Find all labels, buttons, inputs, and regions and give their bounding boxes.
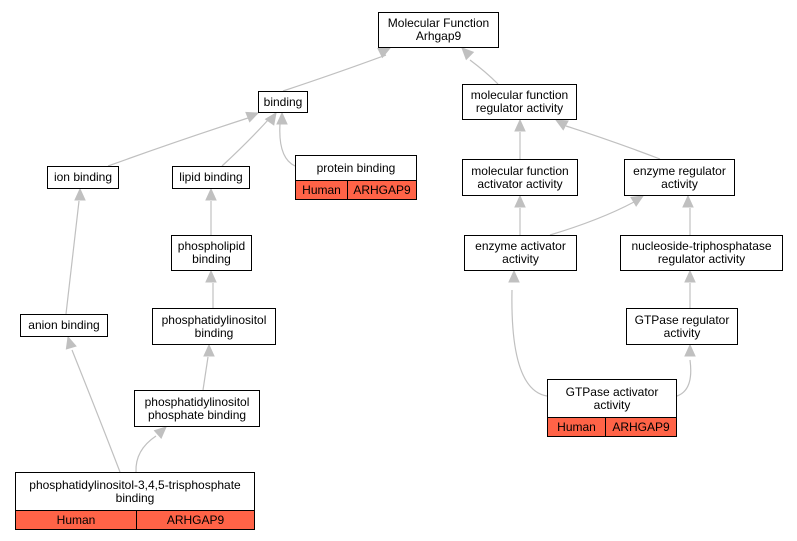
annotation-gene: ARHGAP9 (136, 511, 254, 529)
annotation-row: Human ARHGAP9 (16, 510, 254, 529)
node-phosphatidylinositol-phosphate-binding[interactable]: phosphatidylinositol phosphate binding (134, 390, 260, 427)
node-label: Molecular Function Arhgap9 (387, 16, 490, 43)
edge-pip-to-pi (202, 356, 209, 391)
arrowhead-lipid-to-binding (264, 112, 277, 126)
node-gtpase-regulator-activity[interactable]: GTPase regulator activity (626, 308, 738, 345)
node-label: phosphatidylinositol-3,4,5-trisphosphate… (29, 477, 241, 505)
node-phosphatidylinositol-trisphosphate-binding[interactable]: phosphatidylinositol-3,4,5-trisphosphate… (15, 472, 255, 530)
annotation-species: Human (56, 512, 96, 527)
arrowhead-pip3-to-pip (153, 426, 167, 439)
edge-pip3-to-pip (135, 435, 157, 473)
arrowhead-protein-to-binding (276, 111, 288, 125)
node-phospholipid-binding[interactable]: phospholipid binding (171, 235, 252, 271)
arrowhead-mfreg-to-root (461, 47, 475, 61)
edge-enzact-to-enzreg (549, 201, 635, 236)
node-label: phosphatidylinositol binding (161, 312, 267, 340)
arrowhead-phospholipid-to-lipid (205, 187, 217, 201)
arrowhead-enzreg-to-mfreg (554, 119, 569, 131)
annotation-gene: ARHGAP9 (347, 181, 416, 199)
node-anion-binding[interactable]: anion binding (20, 314, 108, 337)
node-label: molecular function activator activity (471, 163, 569, 191)
node-label: GTPase activator activity (565, 384, 659, 412)
edge-gtpact-to-enzact (511, 289, 548, 397)
node-label: phospholipid binding (177, 239, 246, 266)
arrowhead-enzact-to-mfact (514, 194, 526, 208)
edge-anion-to-ion (65, 200, 80, 315)
arrowhead-pip3-to-anion (65, 335, 77, 350)
arrowhead-binding-to-root (377, 47, 392, 59)
edge-mfreg-to-root (469, 59, 499, 85)
arrowhead-ntpreg-to-enzreg (682, 194, 694, 208)
annotation-species: Human (302, 182, 341, 197)
annotation-species: Human (557, 419, 596, 434)
node-label: protein binding (316, 160, 396, 175)
edge-binding-to-root (282, 54, 387, 92)
edge-protein-to-binding (279, 123, 296, 167)
arrowhead-gtpact-to-gtpreg (684, 343, 696, 357)
node-label: enzyme activator activity (475, 239, 566, 266)
arrowhead-mfact-to-mfreg (514, 118, 526, 132)
node-label: nucleoside-triphosphatase regulator acti… (631, 239, 772, 266)
edge-gtpact-to-gtpreg (676, 359, 692, 397)
arrowhead-pip-to-pi (203, 343, 215, 357)
node-label: enzyme regulator activity (633, 163, 726, 191)
edge-pip3-to-anion (71, 349, 121, 473)
node-molecular-function-activator-activity[interactable]: molecular function activator activity (462, 159, 578, 196)
node-label: GTPase regulator activity (634, 312, 730, 340)
node-lipid-binding[interactable]: lipid binding (172, 166, 250, 189)
arrowhead-gtpact-to-enzact (508, 269, 520, 283)
node-binding[interactable]: binding (258, 91, 308, 113)
node-phosphatidylinositol-binding[interactable]: phosphatidylinositol binding (152, 308, 276, 345)
node-nucleoside-triphosphatase-regulator-activity[interactable]: nucleoside-triphosphatase regulator acti… (620, 235, 783, 271)
arrowhead-pi-to-phospholipid (205, 269, 217, 283)
node-gtpase-activator-activity[interactable]: GTPase activator activity Human ARHGAP9 (547, 379, 677, 437)
annotation-row: Human ARHGAP9 (296, 180, 416, 199)
edge-lipid-to-binding (221, 119, 269, 167)
arrowhead-ion-to-binding (245, 111, 260, 123)
arrowhead-anion-to-ion (74, 187, 86, 201)
node-label: binding (263, 94, 303, 109)
node-ion-binding[interactable]: ion binding (47, 166, 119, 189)
annotation-gene: ARHGAP9 (605, 418, 676, 436)
node-label: anion binding (28, 318, 100, 332)
arrowhead-enzact-to-enzreg (630, 195, 645, 207)
node-molecular-function-regulator-activity[interactable]: molecular function regulator activity (462, 84, 577, 120)
node-label: molecular function regulator activity (470, 88, 569, 115)
arrowhead-gtpreg-to-ntpreg (684, 269, 696, 283)
node-label: lipid binding (179, 170, 243, 184)
node-label: ion binding (53, 170, 113, 184)
node-enzyme-regulator-activity[interactable]: enzyme regulator activity (624, 159, 735, 196)
annotation-row: Human ARHGAP9 (548, 417, 676, 436)
node-enzyme-activator-activity[interactable]: enzyme activator activity (464, 235, 577, 271)
node-protein-binding[interactable]: protein binding Human ARHGAP9 (295, 155, 417, 200)
edge-ion-to-binding (107, 117, 249, 167)
node-molecular-function-root[interactable]: Molecular Function Arhgap9 (378, 12, 499, 48)
node-label: phosphatidylinositol phosphate binding (144, 394, 250, 422)
edge-enzreg-to-mfreg (565, 125, 661, 160)
